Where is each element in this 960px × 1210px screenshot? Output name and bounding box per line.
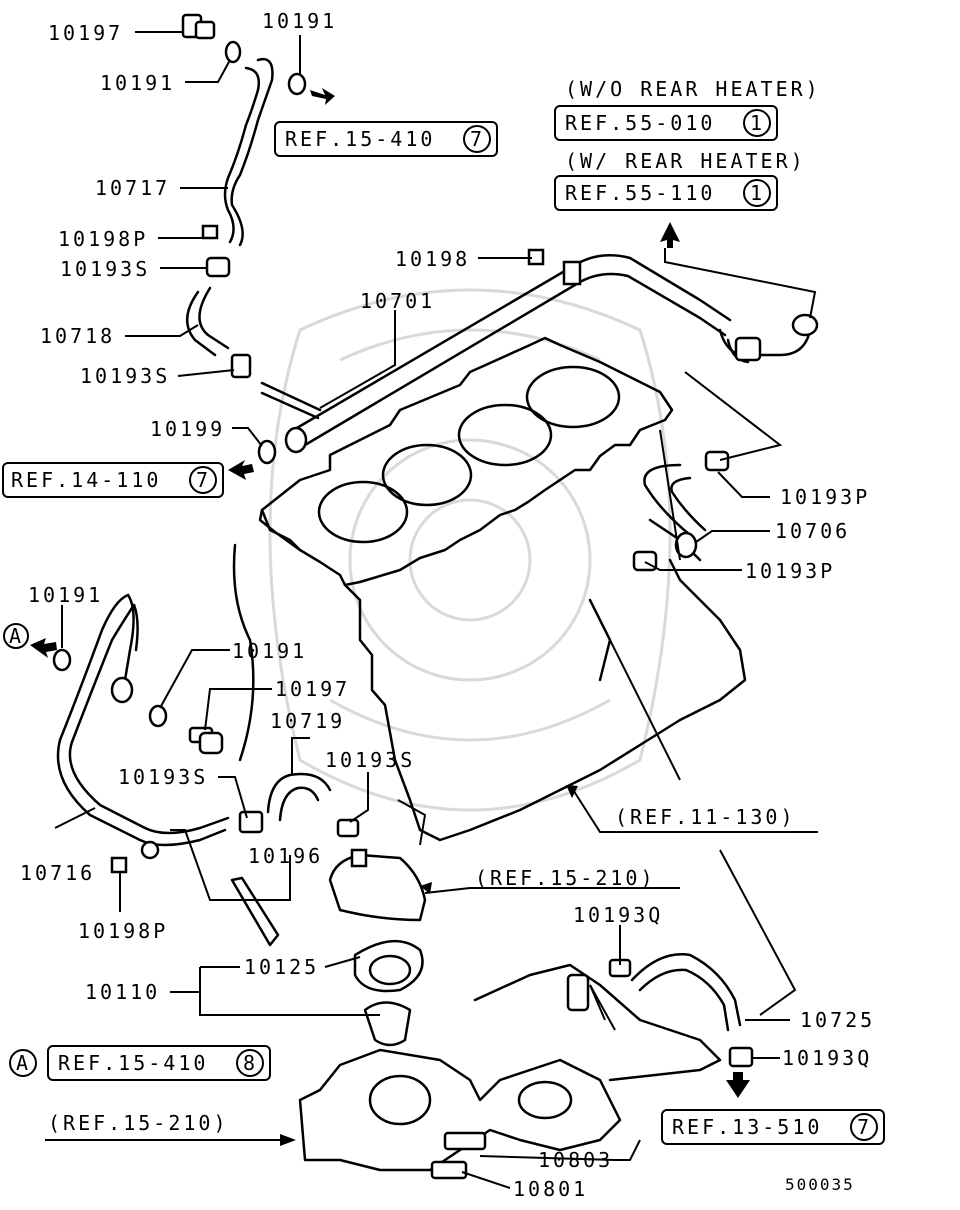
- wo-rear-heater-note: (W/O REAR HEATER): [565, 77, 821, 101]
- top-hose-assembly: [181, 13, 322, 420]
- marker-a-bottom: A: [9, 1049, 37, 1077]
- svg-text:REF.15-410: REF.15-410: [58, 1051, 208, 1075]
- label-10193S-c: 10193S: [325, 748, 415, 772]
- svg-text:REF.15-410: REF.15-410: [285, 127, 435, 151]
- label-10801: 10801: [513, 1177, 588, 1201]
- marker-a-left: A: [3, 623, 29, 649]
- svg-text:1: 1: [750, 181, 765, 205]
- label-10193S-d: 10193S: [118, 765, 208, 789]
- label-10191-c: 10191: [28, 583, 103, 607]
- label-10191-a: 10191: [262, 9, 337, 33]
- arrow-left-icon: [30, 638, 57, 658]
- ref-box-14-110-7[interactable]: REF.14-110 7: [2, 462, 224, 498]
- label-10193P-b: 10193P: [745, 559, 835, 583]
- svg-text:REF.55-110: REF.55-110: [565, 181, 715, 205]
- label-10717: 10717: [95, 176, 170, 200]
- arrow-up-icon: [566, 785, 578, 798]
- svg-text:A: A: [16, 1051, 31, 1075]
- label-10718: 10718: [40, 324, 115, 348]
- direction-arrows: [30, 88, 750, 1146]
- ref-15-210-b[interactable]: (REF.15-210): [48, 1111, 229, 1135]
- svg-text:REF.14-110: REF.14-110: [11, 468, 161, 492]
- label-10716: 10716: [20, 861, 95, 885]
- svg-text:7: 7: [470, 127, 485, 151]
- label-10193S-top: 10193S: [60, 257, 150, 281]
- label-10196: 10196: [248, 844, 323, 868]
- ref-box-13-510-7[interactable]: REF.13-510 7: [661, 1109, 885, 1145]
- label-10199: 10199: [150, 417, 225, 441]
- label-10198P-b: 10198P: [78, 919, 168, 943]
- label-10803: 10803: [538, 1148, 613, 1172]
- label-10110: 10110: [85, 980, 160, 1004]
- arrow-up-icon: [660, 222, 680, 248]
- w-rear-heater-note: (W/ REAR HEATER): [565, 149, 806, 173]
- reference-boxes: (W/O REAR HEATER) (W/ REAR HEATER) REF.1…: [2, 77, 885, 1145]
- label-10198P-top: 10198P: [58, 227, 148, 251]
- arrow-left-icon: [420, 882, 432, 894]
- svg-text:REF.55-010: REF.55-010: [565, 111, 715, 135]
- ref-box-15-410-8[interactable]: REF.15-410 8: [47, 1045, 271, 1081]
- svg-text:REF.13-510: REF.13-510: [672, 1115, 822, 1139]
- arrow-right-icon: [280, 1134, 296, 1146]
- leader-lines: [45, 31, 818, 1189]
- diagram-code: 500035: [785, 1175, 855, 1194]
- water-outlet-housing: [298, 953, 754, 1180]
- svg-text:7: 7: [857, 1115, 872, 1139]
- label-10191-d: 10191: [232, 639, 307, 663]
- main-pipe-10701: [257, 248, 819, 465]
- part-labels: 10197 10191 10191 10717 10198P 10193S 10…: [20, 9, 875, 1201]
- thermostat-parts: [328, 848, 427, 1047]
- label-10198: 10198: [395, 247, 470, 271]
- left-hose-assembly: [52, 593, 360, 947]
- svg-text:8: 8: [243, 1051, 258, 1075]
- ref-box-55-110-1[interactable]: REF.55-110 1: [554, 175, 778, 211]
- label-10193Q-b: 10193Q: [782, 1046, 872, 1070]
- label-10193Q-a: 10193Q: [573, 903, 663, 927]
- svg-text:A: A: [9, 624, 24, 648]
- svg-text:1: 1: [750, 111, 765, 135]
- label-10701: 10701: [360, 289, 435, 313]
- label-10719: 10719: [270, 709, 345, 733]
- ref-box-55-010-1[interactable]: REF.55-010 1: [554, 105, 778, 141]
- label-10125: 10125: [244, 955, 319, 979]
- ref-15-210-a[interactable]: (REF.15-210): [475, 866, 656, 890]
- arrow-down-icon: [726, 1072, 750, 1098]
- label-10193S-mid: 10193S: [80, 364, 170, 388]
- label-10706: 10706: [775, 519, 850, 543]
- label-10193P-a: 10193P: [780, 485, 870, 509]
- arrow-right-icon: [310, 88, 335, 105]
- svg-text:7: 7: [196, 468, 211, 492]
- ref-box-15-410-7[interactable]: REF.15-410 7: [274, 121, 498, 157]
- arrow-left-icon: [228, 460, 254, 480]
- ref-11-130[interactable]: (REF.11-130): [615, 805, 796, 829]
- hose-10706: [632, 371, 783, 572]
- label-10197-b: 10197: [275, 677, 350, 701]
- label-10197-top: 10197: [48, 21, 123, 45]
- label-10191-b: 10191: [100, 71, 175, 95]
- label-10725: 10725: [800, 1008, 875, 1032]
